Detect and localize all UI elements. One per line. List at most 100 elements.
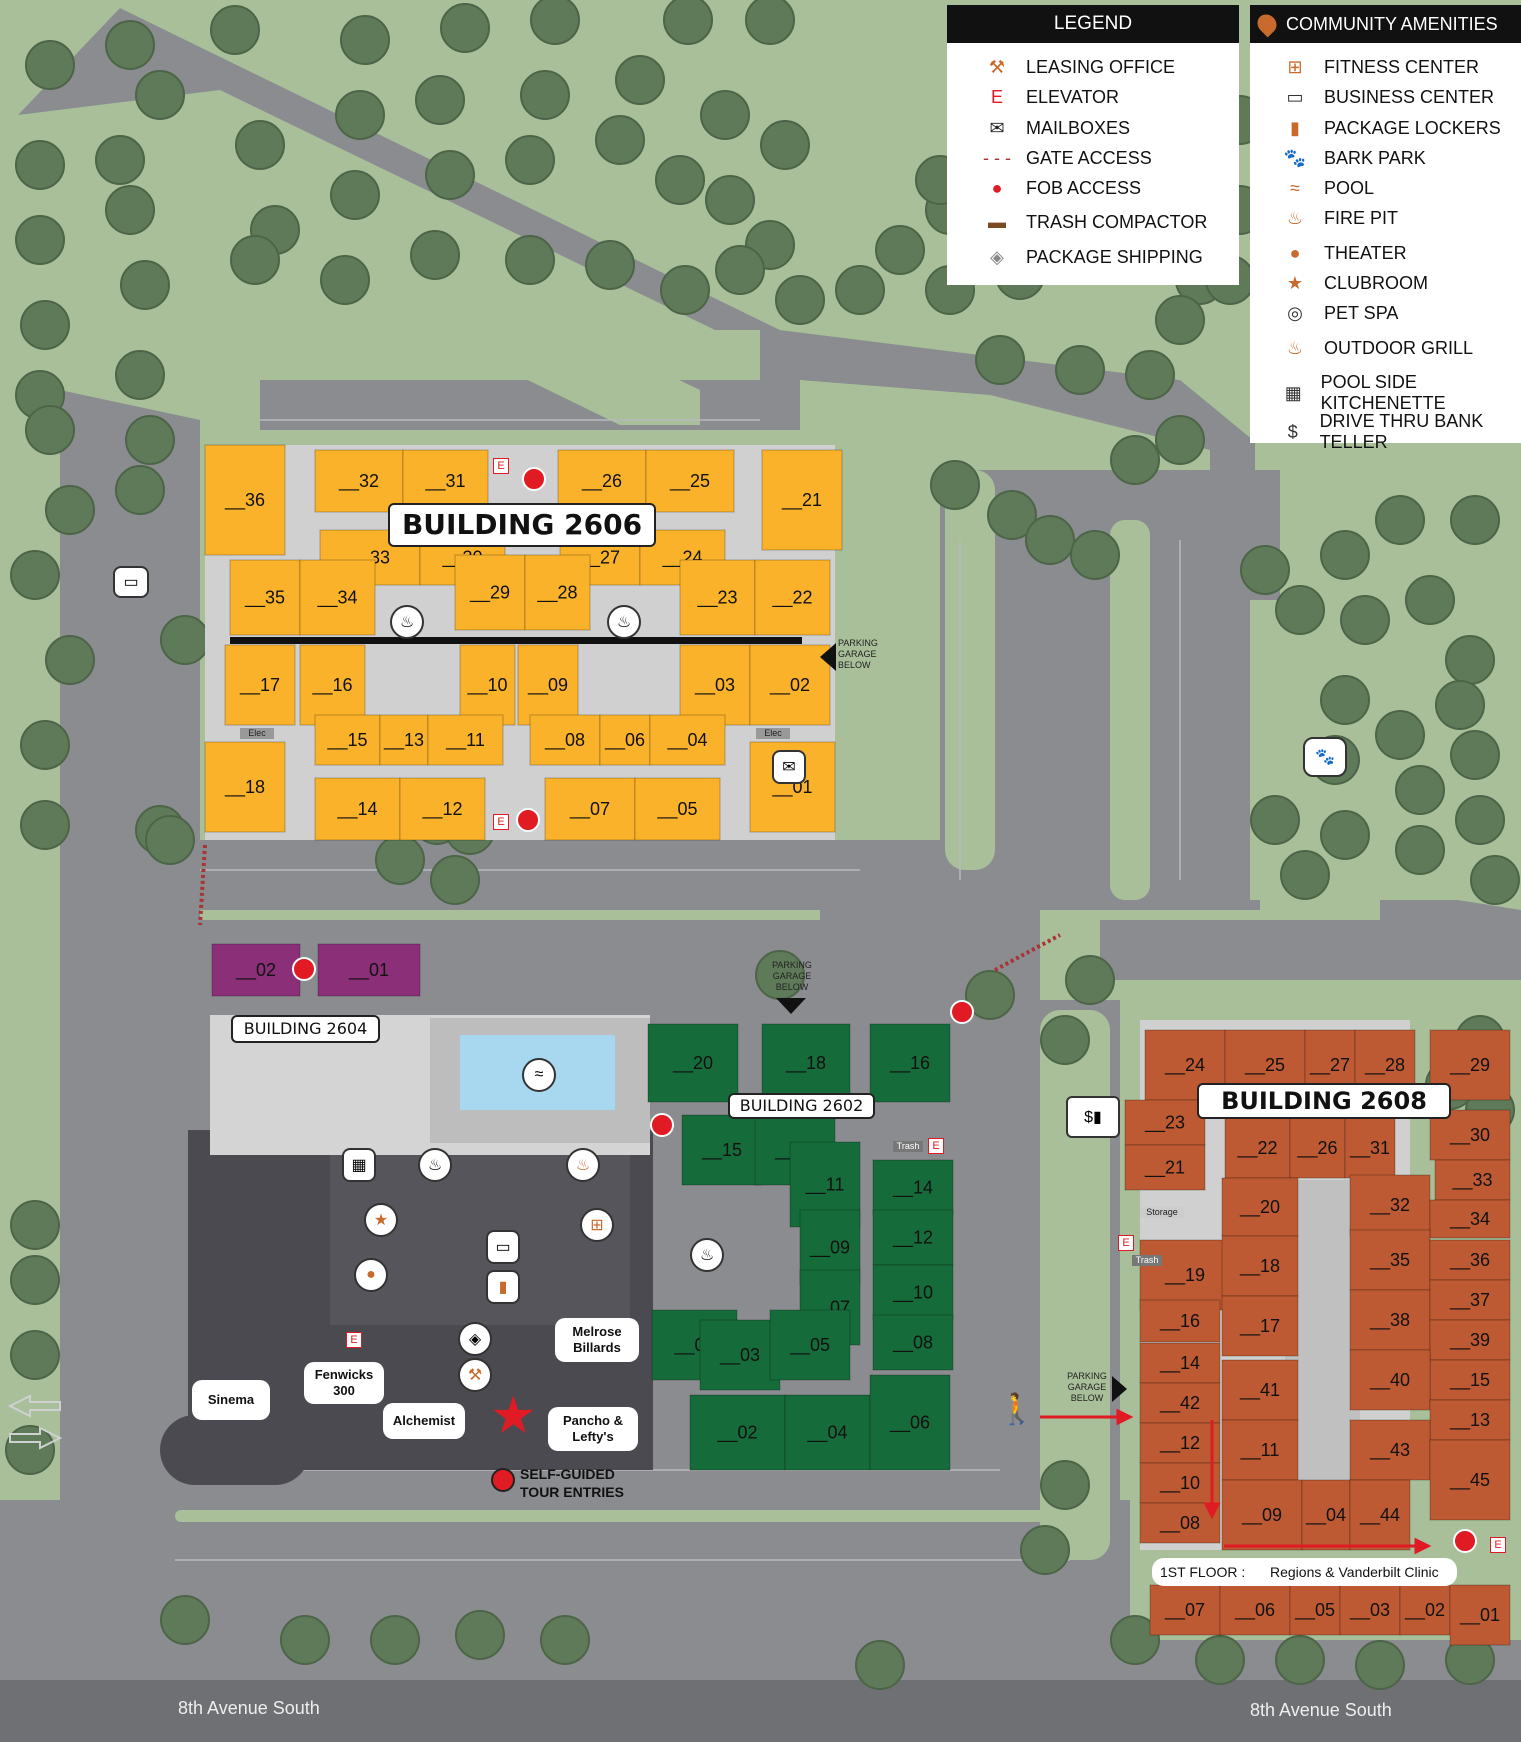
tree	[5, 1425, 55, 1475]
building-2602-label: BUILDING 2602	[728, 1093, 875, 1119]
tree	[415, 75, 465, 125]
unit	[681, 1114, 763, 1186]
tree	[1070, 530, 1120, 580]
unit	[1124, 1144, 1206, 1191]
route-arrows	[1040, 1408, 1432, 1555]
gate-access-lines	[198, 844, 1061, 972]
unit-number: __38	[1369, 1310, 1410, 1331]
pg-line: GARAGE	[838, 649, 877, 659]
legend-item: ⚒LEASING OFFICE	[982, 57, 1175, 78]
triangle-left-icon	[820, 643, 836, 671]
unit	[1349, 1289, 1431, 1351]
unit-number: __02	[1404, 1600, 1445, 1621]
tree	[530, 0, 580, 45]
unit	[872, 1209, 954, 1266]
unit	[211, 943, 301, 997]
business-pancho: Pancho & Lefty's	[548, 1407, 638, 1451]
tree	[335, 90, 385, 140]
unit-number: __32	[1369, 1195, 1410, 1216]
pg-line: PARKING	[838, 638, 878, 648]
tree	[10, 550, 60, 600]
unit	[1349, 1419, 1431, 1481]
swimmer-icon: ≈	[522, 1058, 556, 1092]
tour-line-2: TOUR ENTRIES	[520, 1484, 624, 1500]
unit	[402, 449, 489, 513]
tree	[520, 70, 570, 120]
parking-garage-label-2602: PARKING GARAGE BELOW	[768, 960, 816, 993]
amenity-item-label: OUTDOOR GRILL	[1324, 338, 1474, 358]
unit-number: __05	[789, 1335, 830, 1356]
tree	[10, 1330, 60, 1380]
tree	[330, 170, 380, 220]
legend-item-label: ELEVATOR	[1026, 87, 1120, 107]
pg-line: BELOW	[838, 660, 871, 670]
unit-number: __12	[1159, 1433, 1200, 1454]
tree	[505, 135, 555, 185]
unit	[1224, 1117, 1291, 1179]
unit-number: __36	[224, 490, 265, 511]
tree	[540, 1615, 590, 1665]
unit	[689, 1394, 786, 1471]
unit	[1221, 1295, 1299, 1357]
tree	[115, 465, 165, 515]
unit-number: __11	[445, 730, 485, 751]
tree	[1445, 635, 1495, 685]
unit-number: __13	[383, 730, 424, 751]
tree	[1455, 795, 1505, 845]
unit	[1349, 1479, 1411, 1551]
unit	[229, 559, 301, 636]
unit-number: __24	[1164, 1055, 1205, 1076]
tree	[835, 265, 885, 315]
amenity-item-label: PET SPA	[1324, 303, 1399, 323]
unit-number: __28	[536, 583, 577, 604]
unit-number: __05	[656, 799, 697, 820]
elevator-icon: E	[493, 458, 509, 474]
unit	[1219, 1584, 1291, 1636]
unit-number: __02	[235, 960, 276, 981]
tree	[45, 485, 95, 535]
amenities-header: COMMUNITY AMENITIES	[1250, 5, 1521, 43]
elevator-icon: E	[346, 1332, 362, 1348]
unit	[749, 644, 831, 726]
unit	[314, 714, 381, 766]
unit-number: __09	[809, 1238, 850, 1259]
dumbbell-icon: ⊞	[1287, 57, 1303, 77]
package-icon: ◈	[990, 247, 1004, 267]
unit	[1349, 1349, 1431, 1411]
unit-number: __41	[1239, 1380, 1280, 1401]
building-2602-units: __20__18__16__15__13__11__14__12__09__10…	[647, 1023, 954, 1471]
amenity-item-label: FITNESS CENTER	[1324, 57, 1480, 77]
unit-number: __06	[1234, 1600, 1275, 1621]
unit	[379, 714, 429, 766]
fob-icon	[491, 1468, 515, 1492]
business-sinema: Sinema	[192, 1380, 270, 1420]
unit	[699, 1319, 781, 1391]
tree	[615, 55, 665, 105]
unit-number: __43	[1369, 1440, 1410, 1461]
unit-number: __17	[1239, 1316, 1280, 1337]
unit-number: __18	[224, 777, 265, 798]
unit-number: __29	[469, 583, 510, 604]
parking-garage-label-2608: PARKING GARAGE BELOW	[1062, 1371, 1112, 1404]
amenity-item: ♨FIRE PIT	[1280, 208, 1398, 229]
hammer-icon: ⚒	[458, 1358, 492, 1392]
dog-icon: ◎	[1287, 303, 1303, 323]
unit-number: __11	[805, 1175, 845, 1196]
amenity-item-label: CLUBROOM	[1324, 273, 1429, 293]
location-pin-icon	[1253, 10, 1281, 38]
mailbox-icon: ✉	[772, 750, 806, 784]
trash-label: Trash	[1132, 1255, 1162, 1266]
unit-number: __40	[1369, 1370, 1410, 1391]
tree	[1320, 810, 1370, 860]
unit-number: __18	[1239, 1256, 1280, 1277]
tree	[760, 120, 810, 170]
legend-item: ●FOB ACCESS	[982, 178, 1141, 199]
unit	[645, 449, 735, 513]
unit-number: __45	[1449, 1470, 1490, 1491]
unit-number: __26	[1296, 1138, 1337, 1159]
unit-number: __14	[892, 1178, 933, 1199]
pg-line: BELOW	[1070, 1393, 1104, 1403]
elevator-icon: E	[1490, 1537, 1506, 1553]
unit-number: __02	[716, 1423, 757, 1444]
